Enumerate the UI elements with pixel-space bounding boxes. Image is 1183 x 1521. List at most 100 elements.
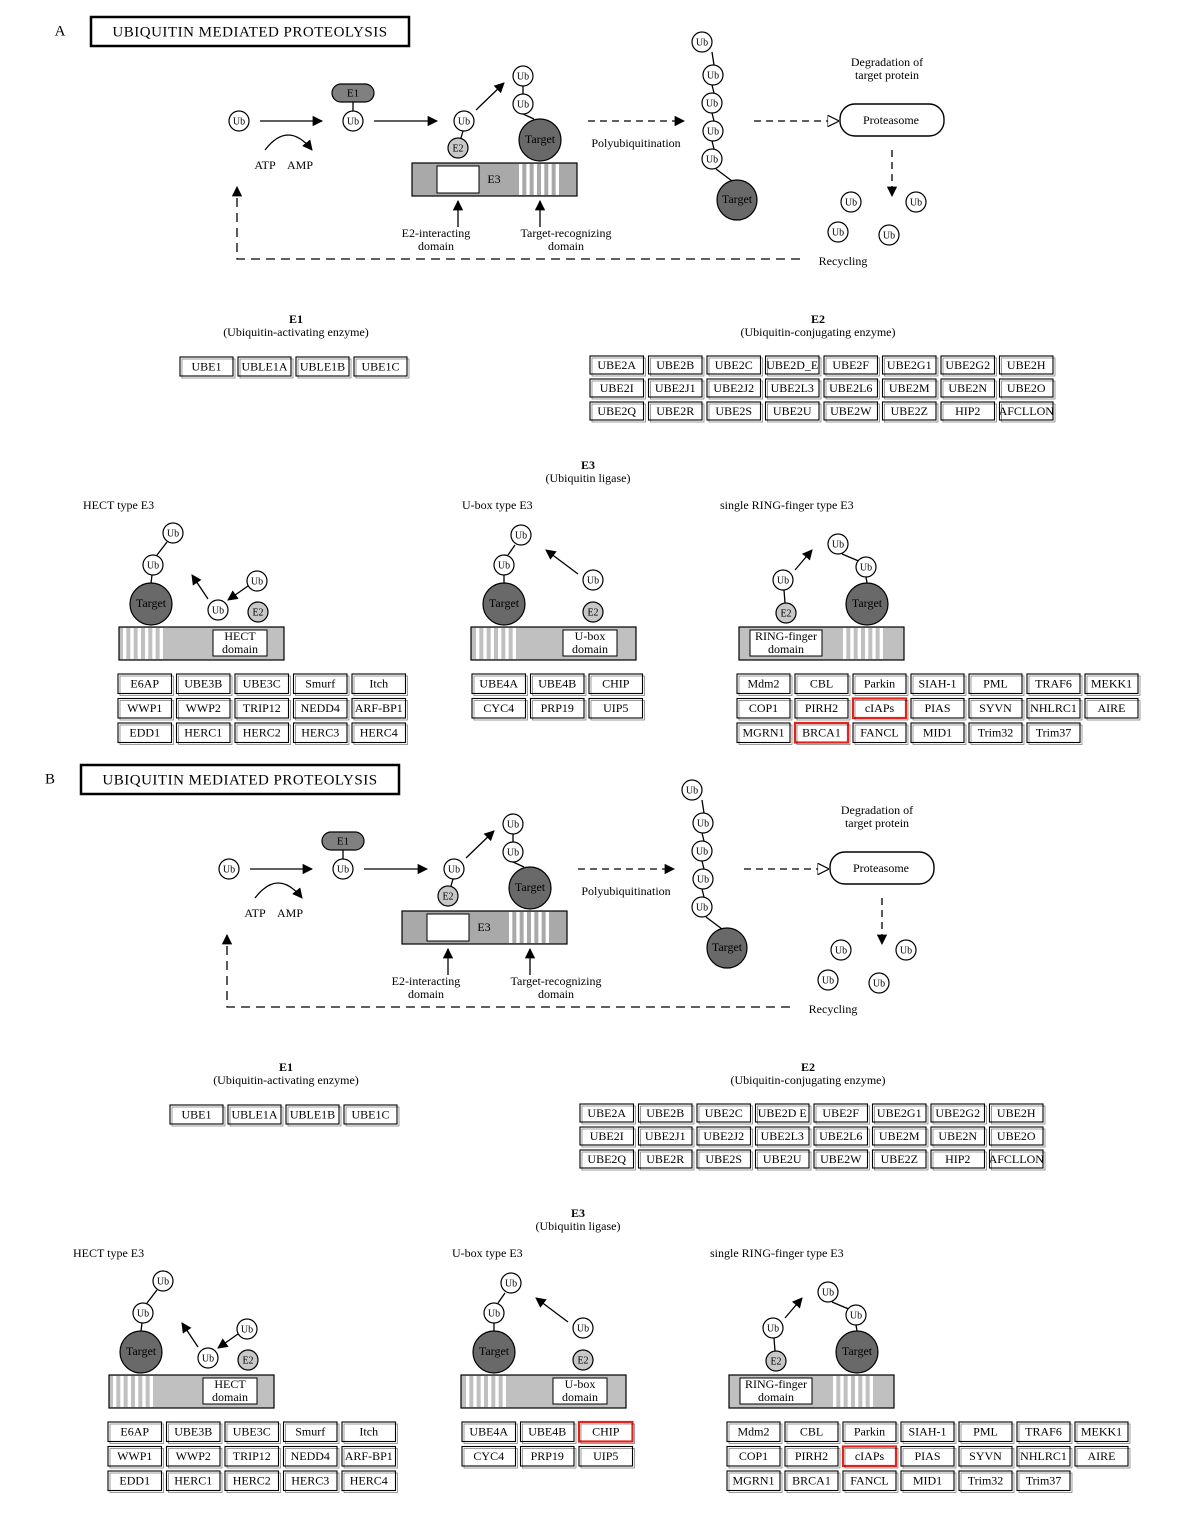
gene-box-wwp2[interactable]: WWP2: [165, 1445, 223, 1469]
gene-box-aire[interactable]: AIRE: [1074, 1445, 1131, 1469]
gene-box-ube2m[interactable]: UBE2M: [871, 1126, 929, 1148]
gene-box-nedd4[interactable]: NEDD4: [292, 697, 350, 721]
gene-box-syvn[interactable]: SYVN: [958, 1445, 1015, 1469]
gene-box-herc3[interactable]: HERC3: [282, 1470, 340, 1493]
gene-box-smurf[interactable]: Smurf: [282, 1421, 340, 1444]
gene-box-herc3[interactable]: HERC3: [292, 722, 350, 745]
gene-box-edd1[interactable]: EDD1: [107, 1470, 164, 1493]
gene-box-mekk1[interactable]: MEKK1: [1084, 673, 1141, 696]
gene-box-hip2[interactable]: HIP2: [930, 1149, 987, 1171]
gene-box-herc2[interactable]: HERC2: [224, 1470, 281, 1493]
gene-box-trim32[interactable]: Trim32: [968, 722, 1025, 745]
gene-box-ube2b[interactable]: UBE2B: [647, 355, 705, 377]
gene-box-ube2b[interactable]: UBE2B: [637, 1103, 695, 1125]
gene-box-nhlrc1[interactable]: NHLRC1: [1016, 1445, 1073, 1469]
gene-box-syvn[interactable]: SYVN: [968, 697, 1025, 721]
gene-box-ube2r[interactable]: UBE2R: [637, 1149, 695, 1171]
gene-box-trip12[interactable]: TRIP12: [234, 697, 291, 721]
gene-box-ube2w[interactable]: UBE2W: [813, 1149, 870, 1171]
gene-box-ube4b[interactable]: UBE4B: [519, 1421, 577, 1444]
gene-box-ube2d-e[interactable]: UBE2D_E: [764, 355, 822, 377]
gene-box-herc4[interactable]: HERC4: [341, 1470, 398, 1493]
gene-box-ube2z[interactable]: UBE2Z: [881, 401, 939, 423]
gene-box-ube2n[interactable]: UBE2N: [940, 378, 997, 400]
gene-box-prp19[interactable]: PRP19: [519, 1445, 577, 1469]
gene-box-brca1[interactable]: BRCA1: [784, 1470, 841, 1493]
gene-box-ube2s[interactable]: UBE2S: [706, 401, 763, 423]
gene-box-ciaps[interactable]: cIAPs: [841, 1445, 899, 1469]
gene-box-cyc4[interactable]: CYC4: [471, 697, 528, 721]
gene-box-pml[interactable]: PML: [958, 1421, 1015, 1444]
gene-box-ube2l6[interactable]: UBE2L6: [823, 378, 880, 400]
gene-box-ube2r[interactable]: UBE2R: [647, 401, 705, 423]
gene-box-arf-bp1[interactable]: ARF-BP1: [341, 1445, 398, 1469]
gene-box-ube2h[interactable]: UBE2H: [988, 1103, 1046, 1125]
gene-box-chip[interactable]: CHIP: [588, 673, 645, 696]
gene-box-wwp2[interactable]: WWP2: [175, 697, 233, 721]
gene-box-ube2q[interactable]: UBE2Q: [589, 401, 646, 423]
gene-box-parkin[interactable]: Parkin: [842, 1421, 899, 1444]
gene-box-ube1[interactable]: UBE1: [179, 356, 236, 379]
gene-box-ube2u[interactable]: UBE2U: [754, 1149, 812, 1171]
gene-box-mgrn1[interactable]: MGRN1: [736, 722, 793, 745]
gene-box-ube3c[interactable]: UBE3C: [234, 673, 291, 696]
gene-box-trip12[interactable]: TRIP12: [224, 1445, 281, 1469]
gene-box-ube2j1[interactable]: UBE2J1: [647, 378, 705, 400]
gene-box-cbl[interactable]: CBL: [794, 673, 851, 696]
gene-box-uip5[interactable]: UIP5: [588, 697, 645, 721]
gene-box-ube3b[interactable]: UBE3B: [175, 673, 233, 696]
gene-box-trim37[interactable]: Trim37: [1026, 722, 1083, 745]
gene-box-ube2z[interactable]: UBE2Z: [871, 1149, 929, 1171]
gene-box-smurf[interactable]: Smurf: [292, 673, 350, 696]
gene-box-aire[interactable]: AIRE: [1084, 697, 1141, 721]
gene-box-mid1[interactable]: MID1: [910, 722, 967, 745]
gene-box-afcllon[interactable]: AFCLLON: [989, 1149, 1046, 1171]
gene-box-ube4b[interactable]: UBE4B: [529, 673, 587, 696]
gene-box-pml[interactable]: PML: [968, 673, 1025, 696]
gene-box-mdm2[interactable]: Mdm2: [736, 673, 793, 696]
gene-box-ube2f[interactable]: UBE2F: [813, 1103, 870, 1125]
gene-box-afcllon[interactable]: AFCLLON: [999, 401, 1056, 423]
gene-box-ube4a[interactable]: UBE4A: [471, 673, 528, 696]
gene-box-uble1a[interactable]: UBLE1A: [227, 1104, 284, 1127]
gene-box-ube2i[interactable]: UBE2I: [589, 378, 646, 400]
gene-box-siah-1[interactable]: SIAH-1: [900, 1421, 957, 1444]
gene-box-uble1b[interactable]: UBLE1B: [295, 356, 352, 379]
gene-box-trim32[interactable]: Trim32: [958, 1470, 1015, 1493]
gene-box-ube2g2[interactable]: UBE2G2: [930, 1103, 987, 1125]
gene-box-parkin[interactable]: Parkin: [852, 673, 909, 696]
gene-box-cbl[interactable]: CBL: [784, 1421, 841, 1444]
gene-box-wwp1[interactable]: WWP1: [117, 697, 174, 721]
gene-box-prp19[interactable]: PRP19: [529, 697, 587, 721]
gene-box-mdm2[interactable]: Mdm2: [726, 1421, 783, 1444]
gene-box-ube1c[interactable]: UBE1C: [343, 1104, 400, 1127]
gene-box-nhlrc1[interactable]: NHLRC1: [1026, 697, 1083, 721]
gene-box-ube2d-e[interactable]: UBE2D E: [754, 1103, 812, 1125]
gene-box-herc2[interactable]: HERC2: [234, 722, 291, 745]
gene-box-ube2q[interactable]: UBE2Q: [579, 1149, 636, 1171]
gene-box-pias[interactable]: PIAS: [900, 1445, 957, 1469]
gene-box-ube2j2[interactable]: UBE2J2: [696, 1126, 753, 1148]
gene-box-arf-bp1[interactable]: ARF-BP1: [351, 697, 408, 721]
gene-box-pirh2[interactable]: PIRH2: [784, 1445, 841, 1469]
gene-box-uble1b[interactable]: UBLE1B: [285, 1104, 342, 1127]
gene-box-ube2l6[interactable]: UBE2L6: [813, 1126, 870, 1148]
gene-box-ube3c[interactable]: UBE3C: [224, 1421, 281, 1444]
gene-box-ube2o[interactable]: UBE2O: [988, 1126, 1046, 1148]
gene-box-ube2l3[interactable]: UBE2L3: [764, 378, 822, 400]
gene-box-ube2o[interactable]: UBE2O: [998, 378, 1056, 400]
gene-box-edd1[interactable]: EDD1: [117, 722, 174, 745]
gene-box-e6ap[interactable]: E6AP: [107, 1421, 164, 1444]
gene-box-ube2g1[interactable]: UBE2G1: [871, 1103, 929, 1125]
gene-box-mid1[interactable]: MID1: [900, 1470, 957, 1493]
gene-box-ube2g1[interactable]: UBE2G1: [881, 355, 939, 377]
gene-box-pias[interactable]: PIAS: [910, 697, 967, 721]
gene-box-trim37[interactable]: Trim37: [1016, 1470, 1073, 1493]
gene-box-ube2i[interactable]: UBE2I: [579, 1126, 636, 1148]
gene-box-ube2f[interactable]: UBE2F: [823, 355, 880, 377]
gene-box-ube2j2[interactable]: UBE2J2: [706, 378, 763, 400]
gene-box-ube2j1[interactable]: UBE2J1: [637, 1126, 695, 1148]
gene-box-ube2m[interactable]: UBE2M: [881, 378, 939, 400]
gene-box-ube2c[interactable]: UBE2C: [706, 355, 763, 377]
gene-box-cop1[interactable]: COP1: [736, 697, 793, 721]
